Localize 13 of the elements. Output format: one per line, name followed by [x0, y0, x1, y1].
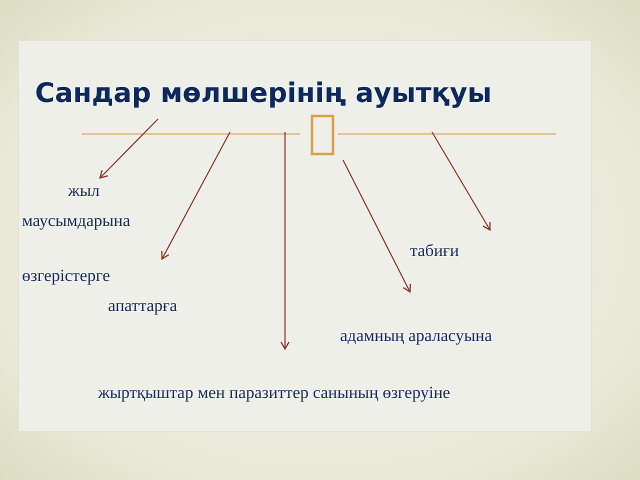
- text-label: жыртқыштар мен паразиттер санының өзгеруіне: [98, 383, 450, 403]
- text-label: адамның араласуына: [340, 326, 492, 346]
- arrow: [99, 118, 158, 179]
- text-label: өзгерістерге: [22, 266, 110, 286]
- arrow: [161, 132, 231, 260]
- text-label: жыл: [68, 181, 100, 201]
- title: Сандар мөлшерінің ауытқуы: [35, 78, 492, 109]
- arrow: [280, 132, 290, 350]
- arrow: [431, 132, 491, 231]
- arrow: [342, 160, 412, 293]
- text-label: апаттарға: [108, 296, 178, 316]
- text-label: табиғи: [410, 241, 459, 261]
- text-label: маусымдарына: [22, 211, 130, 231]
